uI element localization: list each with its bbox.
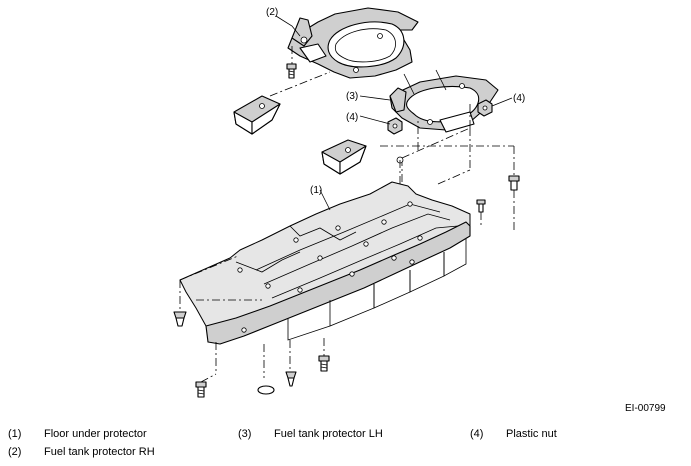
fuel-tank-protector-rh xyxy=(287,7,419,79)
washer-bottom xyxy=(257,385,275,395)
callout-4-left: (4) xyxy=(346,112,358,123)
fuel-tank-protector-lh xyxy=(389,75,499,133)
bolt-right-lower xyxy=(476,199,486,228)
exploded-parts-diagram: (2) (3) (4) (4) (1) EI-00799 xyxy=(173,7,666,414)
callout-4-right: (4) xyxy=(513,93,525,104)
floor-under-protector xyxy=(179,156,471,345)
plastic-nut-left xyxy=(387,117,403,135)
bolt-left-clip xyxy=(173,311,187,327)
legend-label-1: Floor under protector xyxy=(44,428,147,440)
callout-1: (1) xyxy=(310,185,322,196)
panel-outline-left xyxy=(179,160,401,378)
legend-num-3: (3) xyxy=(238,428,252,440)
plastic-nut-right xyxy=(477,99,493,117)
legend-num-1: (1) xyxy=(8,428,22,440)
bolt-bottom-center xyxy=(318,355,330,372)
protector-bracket-left xyxy=(233,95,281,135)
legend-num-2: (2) xyxy=(8,446,22,458)
clip-bottom-center xyxy=(285,371,297,387)
legend-num-4: (4) xyxy=(470,428,484,440)
legend-item-4: (4) Plastic nut xyxy=(470,428,557,440)
callout-3: (3) xyxy=(346,91,358,102)
callout-2: (2) xyxy=(266,7,278,18)
bolt-right-upper xyxy=(508,175,520,232)
legend-item-2: (2) Fuel tank protector RH xyxy=(8,446,155,458)
callout-leaders xyxy=(275,15,513,211)
legend-item-3: (3) Fuel tank protector LH xyxy=(238,428,383,440)
legend-label-2: Fuel tank protector RH xyxy=(44,446,155,458)
figure-id: EI-00799 xyxy=(625,403,666,414)
protector-bracket-center xyxy=(321,139,367,175)
bolt-rh-protector xyxy=(286,46,297,79)
legend-item-1: (1) Floor under protector xyxy=(8,428,147,440)
legend-label-3: Fuel tank protector LH xyxy=(274,428,383,440)
legend-label-4: Plastic nut xyxy=(506,428,557,440)
bolt-bottom-left xyxy=(195,373,217,398)
